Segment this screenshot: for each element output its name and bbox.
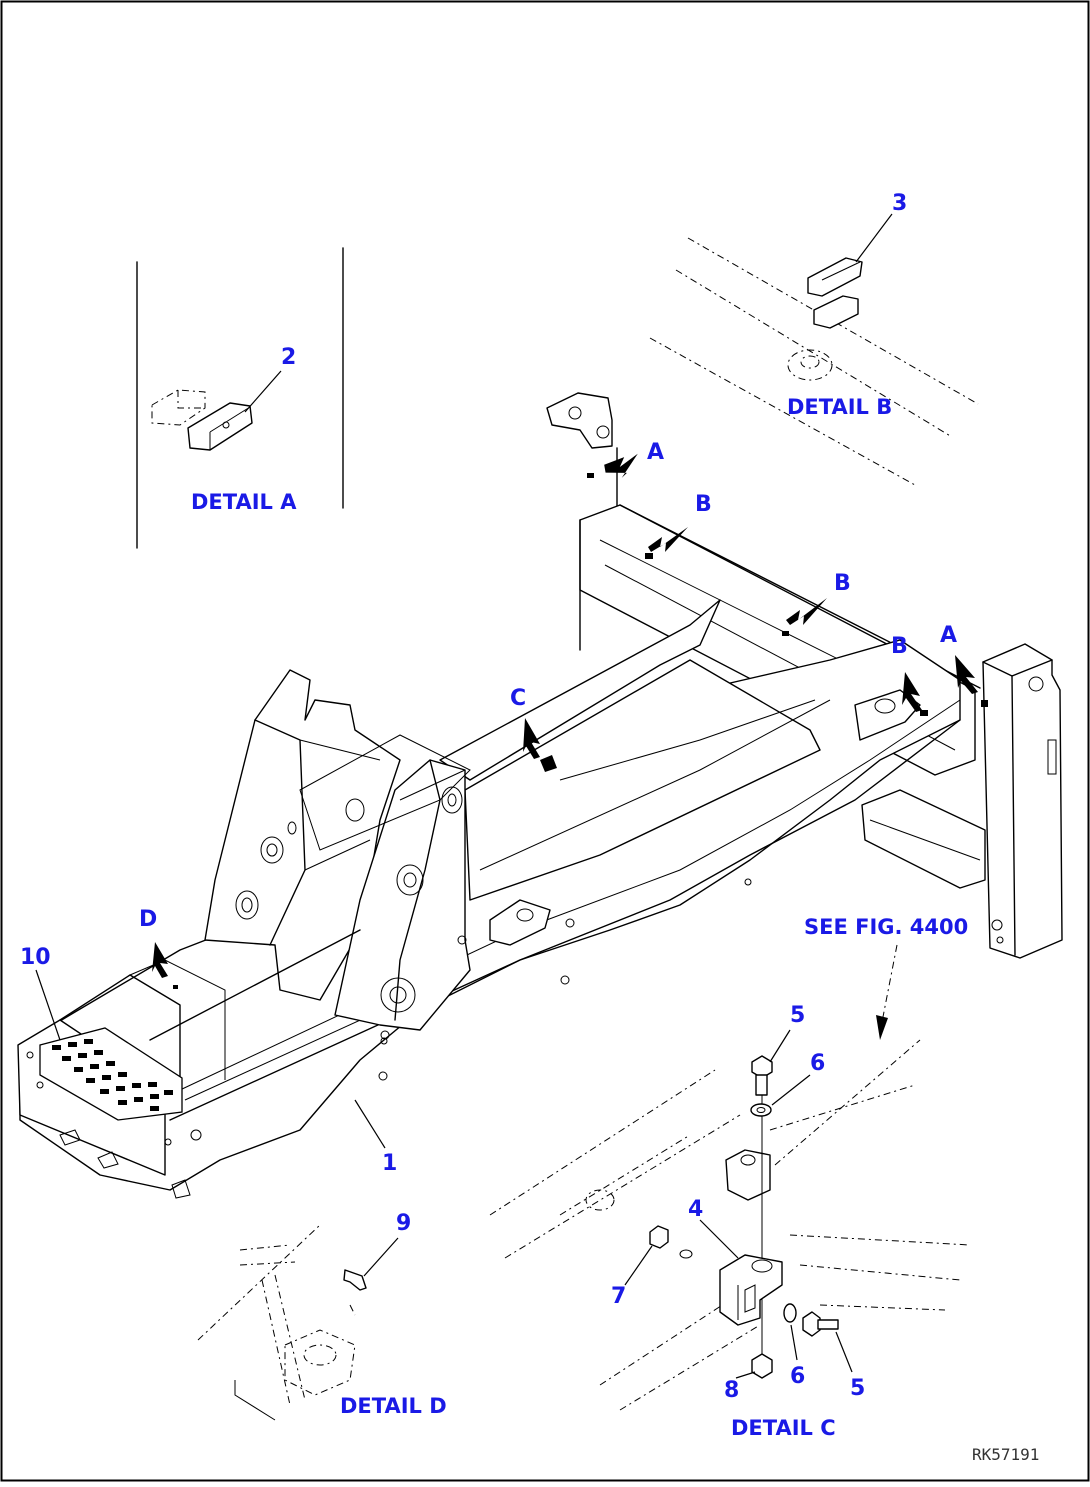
caption-detail-b: DETAIL B: [787, 395, 892, 419]
callout-9: 9: [396, 1211, 411, 1236]
callout-7: 7: [611, 1284, 626, 1309]
bolt-part-5-upper: [751, 1055, 773, 1079]
caption-detail-a: DETAIL A: [191, 490, 297, 514]
washer-part-6-upper: [750, 1103, 772, 1117]
drawing-code: RK57191: [972, 1445, 1039, 1464]
callout-5-lower: 5: [850, 1376, 865, 1401]
bolt-part-9: [343, 1269, 367, 1291]
right-upright: [982, 643, 1063, 959]
bolt-part-5-lower: [802, 1311, 821, 1337]
caption-detail-d: DETAIL D: [340, 1394, 447, 1418]
marker-d: D: [139, 907, 157, 932]
callout-4: 4: [688, 1197, 703, 1222]
marker-a-right: A: [940, 623, 957, 648]
direction-arrows: [152, 453, 988, 989]
washer-part-6-lower: [783, 1303, 797, 1323]
callout-8: 8: [724, 1378, 739, 1403]
caption-detail-c: DETAIL C: [731, 1416, 836, 1440]
marker-b-left: B: [695, 492, 712, 517]
detail-b-panel: [649, 213, 979, 486]
caption-see-fig: SEE FIG. 4400: [804, 915, 968, 939]
callout-2: 2: [281, 345, 296, 370]
detail-d-panel: [197, 1224, 399, 1421]
marker-c: C: [510, 686, 526, 711]
detail-c-panel: [489, 1029, 971, 1411]
callout-6-upper: 6: [810, 1051, 825, 1076]
detail-a-panel: [136, 247, 344, 549]
bracket-part-2: [187, 402, 253, 451]
nut-part-8: [751, 1353, 773, 1379]
checkered-plate-part-10: [39, 1027, 183, 1121]
callout-1: 1: [382, 1151, 397, 1176]
main-frame-assembly: [17, 392, 1063, 1199]
callout-5-upper: 5: [790, 1003, 805, 1028]
marker-b-right: B: [891, 634, 908, 659]
see-fig-arrow: [876, 944, 898, 1040]
right-tower: [334, 759, 471, 1031]
nut-part-7: [649, 1225, 669, 1249]
callout-3: 3: [892, 191, 907, 216]
bracket-part-3: [807, 257, 863, 297]
marker-a-upper: A: [647, 440, 664, 465]
callout-10: 10: [20, 945, 51, 970]
bracket-part-4: [719, 1254, 783, 1326]
callout-6-lower: 6: [790, 1364, 805, 1389]
upper-bracket: [546, 392, 613, 449]
marker-b-middle: B: [834, 571, 851, 596]
